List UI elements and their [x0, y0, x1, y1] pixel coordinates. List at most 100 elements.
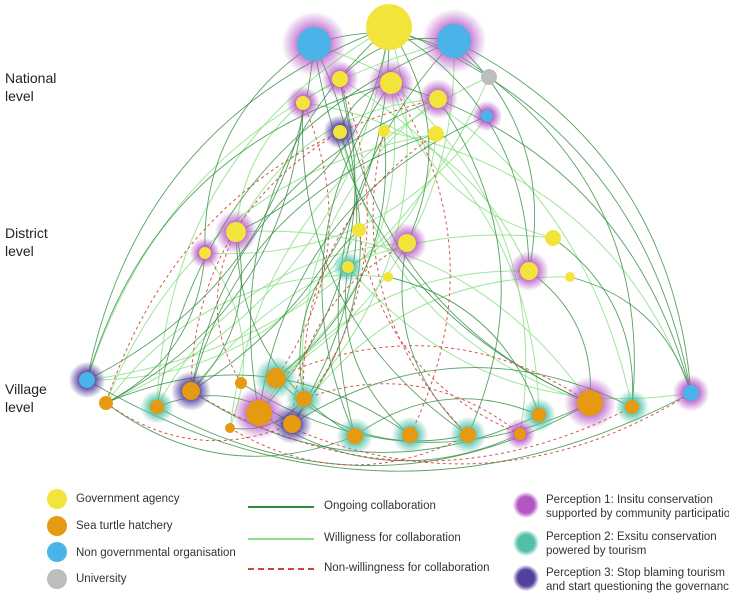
- legend-label-hatchery: Sea turtle hatchery: [76, 520, 173, 532]
- willingness-edge: [339, 78, 540, 416]
- sea-turtle-hatchery-node: [225, 423, 235, 433]
- willingness-edge: [390, 82, 527, 435]
- ongoing-collaboration-edge: [105, 252, 206, 404]
- ongoing-collaboration-edge: [569, 276, 692, 394]
- legend-halo-perception-1: [513, 492, 539, 518]
- willingness-edge: [302, 102, 530, 272]
- legend-dot-ngo: [47, 542, 67, 562]
- legend-line-ongoing: [248, 506, 314, 508]
- legend-label-perception-3: Perception 3: Stop blaming tourism and s…: [546, 567, 729, 593]
- national-level-label: National level: [5, 70, 57, 104]
- non-willingness-edge: [291, 78, 368, 425]
- willingness-edge: [347, 133, 437, 268]
- ongoing-collaboration-edge: [190, 98, 439, 392]
- legend-label-university: University: [76, 573, 127, 585]
- district-level-label: District level: [5, 225, 48, 259]
- stakeholder-nodes: [79, 4, 699, 444]
- government-agency-node: [383, 272, 393, 282]
- ongoing-collaboration-edge: [552, 237, 634, 408]
- ongoing-collaboration-edge: [86, 379, 692, 472]
- legend-line-willingness: [248, 538, 314, 540]
- government-agency-node: [378, 125, 390, 137]
- ongoing-collaboration-edge: [453, 40, 692, 394]
- sea-turtle-hatchery-node: [246, 400, 272, 426]
- legend-dot-hatchery: [47, 516, 67, 536]
- ngo-node: [297, 27, 331, 61]
- ongoing-collaboration-edge: [86, 82, 392, 381]
- ongoing-collaboration-edge: [488, 76, 635, 408]
- ongoing-collaboration-edge: [190, 133, 437, 392]
- government-agency-node: [342, 261, 354, 273]
- non-willingness-edge: [303, 383, 521, 435]
- legend-halo-perception-3: [513, 565, 539, 591]
- legend-dot-government: [47, 489, 67, 509]
- legend-line-non-willingness: [248, 568, 314, 570]
- legend-label-non-willingness: Non-willingness for collaboration: [324, 562, 490, 574]
- ongoing-collaboration-edge: [437, 98, 502, 436]
- government-agency-node: [296, 96, 310, 110]
- non-willingness-edge: [275, 345, 591, 404]
- legend-label-perception-1: Perception 1: Insitu conservation suppor…: [546, 494, 729, 520]
- ongoing-collaboration-edge: [204, 43, 315, 254]
- non-willingness-edge: [303, 133, 437, 400]
- ongoing-collaboration-edge: [275, 130, 387, 379]
- government-agency-node: [380, 72, 402, 94]
- ongoing-collaboration-edge: [105, 102, 304, 404]
- government-agency-node: [428, 126, 444, 142]
- sea-turtle-hatchery-node: [577, 390, 603, 416]
- ongoing-collaboration-edge: [453, 40, 535, 272]
- willingness-edge: [383, 130, 692, 394]
- willingness-edge: [390, 82, 554, 239]
- ongoing-collaboration-edge: [301, 102, 469, 436]
- ngo-node: [481, 110, 493, 122]
- ongoing-collaboration-edge: [190, 231, 242, 392]
- university-node: [481, 69, 497, 85]
- sea-turtle-hatchery-node: [182, 382, 200, 400]
- sea-turtle-hatchery-node: [99, 396, 113, 410]
- non-willingness-edge: [275, 102, 330, 379]
- legend-label-willingness: Willigness for collaboration: [324, 532, 461, 544]
- willingness-edge: [204, 115, 488, 255]
- government-agency-node: [429, 90, 447, 108]
- willingness-edge: [190, 234, 554, 392]
- legend-label-ongoing: Ongoing collaboration: [324, 500, 436, 512]
- sea-turtle-hatchery-node: [296, 391, 312, 407]
- ongoing-collaboration-edge: [299, 229, 360, 400]
- ngo-node: [683, 385, 699, 401]
- government-agency-node: [333, 125, 347, 139]
- sea-turtle-hatchery-node: [460, 427, 476, 443]
- government-agency-node: [398, 234, 416, 252]
- ongoing-collaboration-edge: [354, 398, 540, 437]
- government-agency-node: [352, 223, 366, 237]
- ongoing-collaboration-edge: [337, 40, 455, 437]
- ongoing-collaboration-edge: [387, 276, 540, 416]
- non-willingness-edge: [358, 229, 521, 435]
- government-agency-node: [520, 262, 538, 280]
- sea-turtle-hatchery-node: [283, 415, 301, 433]
- village-level-label: Village level: [5, 381, 47, 415]
- sea-turtle-hatchery-node: [266, 368, 286, 388]
- sea-turtle-hatchery-node: [347, 428, 363, 444]
- ongoing-collaboration-edge: [401, 242, 469, 436]
- sea-turtle-hatchery-node: [402, 427, 418, 443]
- willingness-edge: [235, 78, 341, 233]
- government-agency-node: [199, 247, 211, 259]
- government-agency-node: [332, 71, 348, 87]
- willingness-edge: [301, 98, 439, 400]
- ngo-node: [79, 372, 95, 388]
- sea-turtle-hatchery-node: [150, 400, 164, 414]
- ongoing-collaboration-edge: [86, 43, 315, 381]
- ongoing-collaboration-edge: [344, 266, 411, 436]
- sea-turtle-hatchery-node: [514, 428, 526, 440]
- non-willingness-edge: [372, 130, 469, 436]
- willingness-edge: [86, 76, 490, 381]
- legend-halo-perception-2: [513, 530, 539, 556]
- sea-turtle-hatchery-node: [625, 400, 639, 414]
- willingness-edge: [339, 131, 591, 404]
- ongoing-collaboration-edge: [105, 402, 356, 457]
- government-agency-node: [565, 272, 575, 282]
- ongoing-collaboration-edge: [190, 26, 390, 392]
- government-agency-node: [366, 4, 412, 50]
- willingness-edge: [156, 242, 408, 408]
